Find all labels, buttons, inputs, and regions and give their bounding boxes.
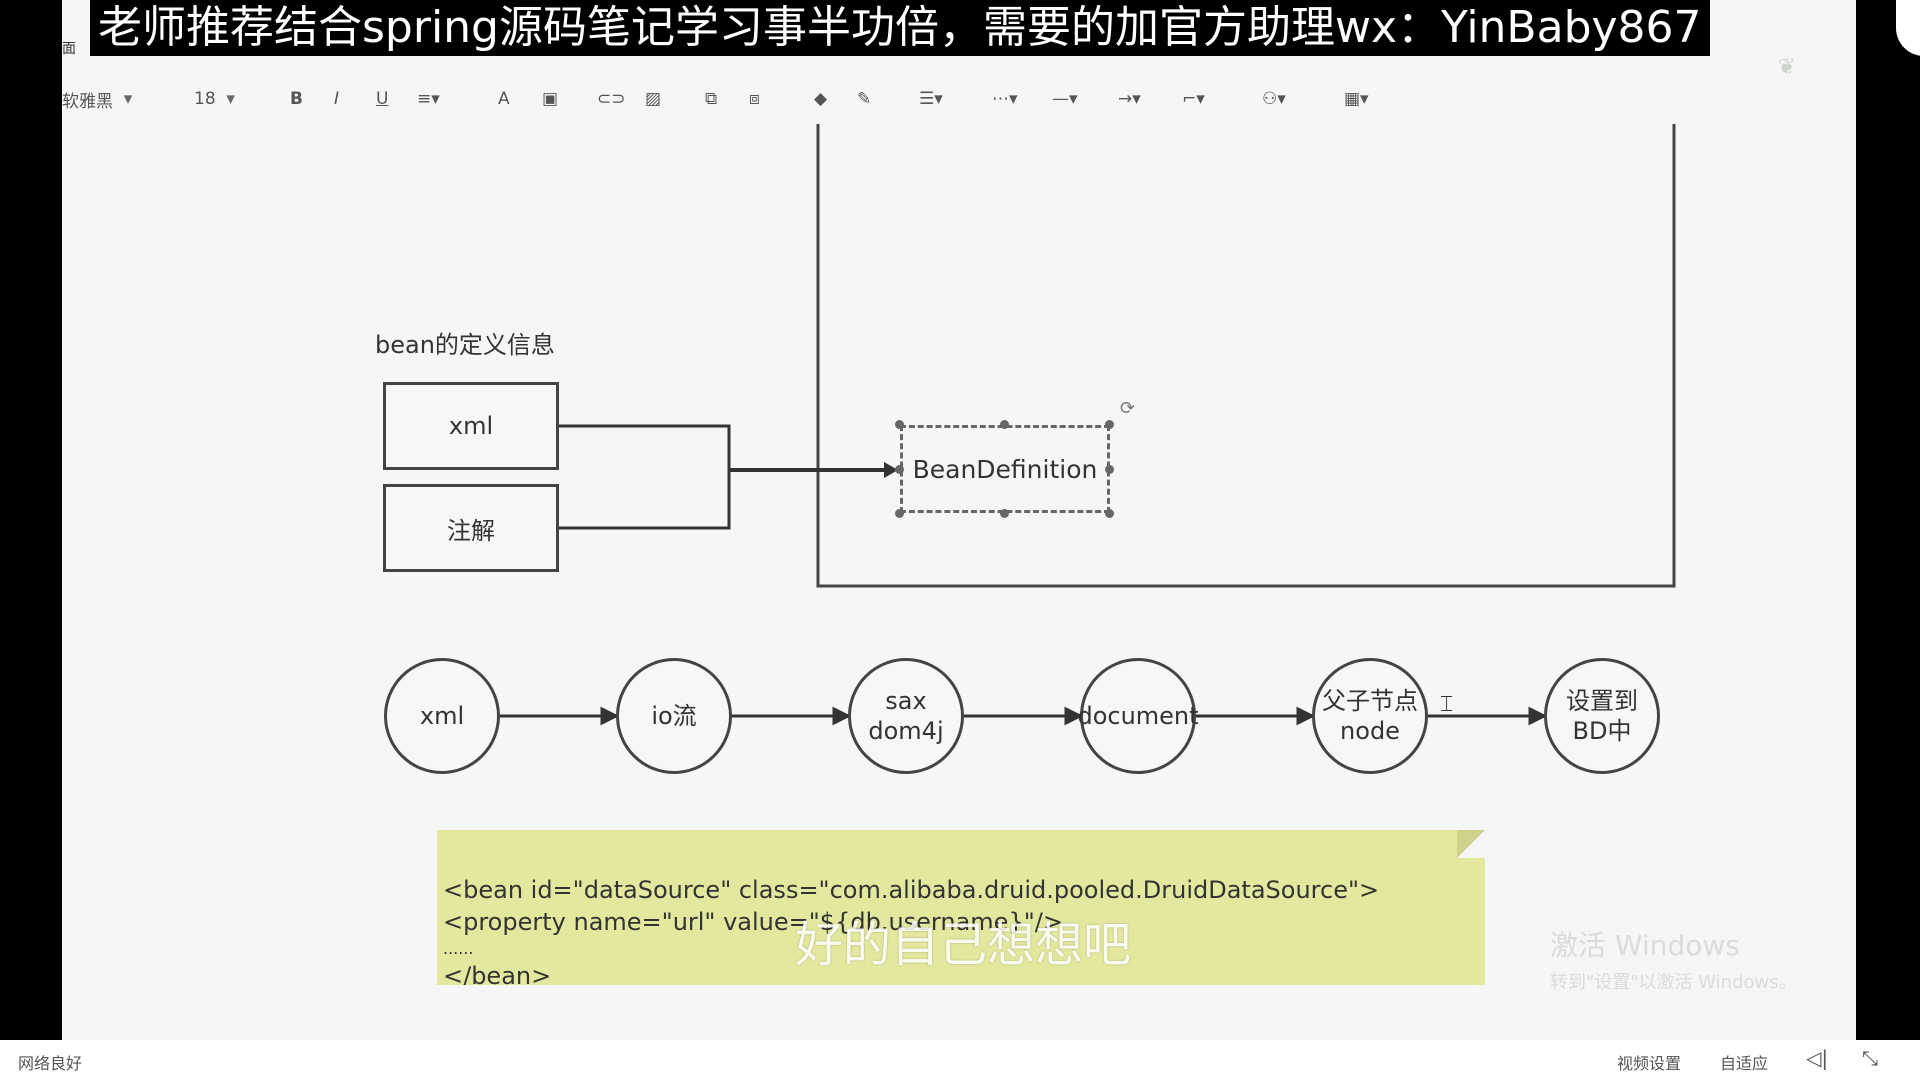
- flow-label: node: [1340, 717, 1400, 745]
- resize-handle[interactable]: [1000, 509, 1009, 518]
- note-line: <bean id="dataSource" class="com.alibaba…: [443, 876, 1380, 904]
- flow-node-parent-child[interactable]: 父子节点 node: [1312, 658, 1428, 774]
- flow-label: sax: [885, 687, 927, 715]
- underline-icon[interactable]: U: [376, 89, 389, 109]
- line-dash-icon[interactable]: —▾: [1052, 89, 1078, 109]
- link-icon[interactable]: ⊂⊃: [597, 89, 626, 109]
- bean-definition-node[interactable]: BeanDefinition: [900, 425, 1110, 513]
- source-node-annotation[interactable]: 注解: [383, 484, 559, 572]
- windows-activation-watermark: 激活 Windows 转到"设置"以激活 Windows。: [1550, 924, 1797, 994]
- note-line: ......: [443, 939, 474, 958]
- network-status: 网络良好: [18, 1054, 83, 1073]
- flow-node-xml[interactable]: xml: [384, 658, 500, 774]
- line-style-icon[interactable]: ☰▾: [919, 89, 943, 109]
- left-edge-label: 面: [62, 41, 76, 57]
- bold-icon[interactable]: B: [290, 89, 303, 109]
- watermark-title: 激活 Windows: [1550, 929, 1740, 962]
- font-family-value: 软雅黑: [62, 91, 113, 112]
- note-line: </bean>: [443, 962, 552, 985]
- note-line: <property name="url" value="${db.usernam…: [443, 908, 1063, 936]
- group-icon[interactable]: ⧉: [705, 89, 718, 109]
- chevron-down-icon: ▾: [123, 89, 133, 109]
- flow-node-sax-dom4j[interactable]: sax dom4j: [848, 658, 964, 774]
- note-fold: [1457, 830, 1485, 858]
- resize-handle[interactable]: [1105, 509, 1114, 518]
- video-settings-button[interactable]: 视频设置: [1617, 1054, 1682, 1073]
- flow-node-set-bd[interactable]: 设置到 BD中: [1544, 658, 1660, 774]
- flow-label: BD中: [1572, 717, 1632, 745]
- font-color-icon[interactable]: A: [498, 89, 510, 109]
- text-cursor-icon: ⌶: [1440, 692, 1454, 717]
- arrange-icon[interactable]: ⚇▾: [1262, 89, 1286, 109]
- format-toolbar: 软雅黑 ▾ 18 ▾ B I U ≡▾ A ▣ ⊂⊃ ▨ ⧉ ⧈ ◆ ✎ ☰▾ …: [62, 82, 1856, 116]
- rotate-icon[interactable]: ⟳: [1120, 398, 1136, 419]
- watermark-subtitle: 转到"设置"以激活 Windows。: [1550, 972, 1797, 993]
- chevron-down-icon: ▾: [226, 89, 235, 109]
- flow-label: 设置到: [1566, 687, 1638, 715]
- resize-handle[interactable]: [1000, 420, 1009, 429]
- source-label: 注解: [447, 516, 495, 545]
- container-frame: [816, 124, 1676, 588]
- resize-handle[interactable]: [1105, 420, 1114, 429]
- flow-arrows: [500, 706, 1548, 726]
- annotation-connector: [558, 470, 731, 530]
- right-black-bar: [1856, 0, 1920, 1040]
- volume-icon[interactable]: ◁|: [1806, 1046, 1829, 1070]
- promo-banner: 老师推荐结合spring源码笔记学习事半功倍，需要的加官方助理wx：YinBab…: [90, 0, 1710, 56]
- flow-label: document: [1077, 702, 1199, 730]
- adaptive-button[interactable]: 自适应: [1720, 1054, 1769, 1073]
- arrow-end-icon[interactable]: →▾: [1118, 89, 1141, 109]
- section-title: bean的定义信息: [375, 331, 555, 359]
- resize-handle[interactable]: [895, 420, 904, 429]
- code-sticky-note[interactable]: <bean id="dataSource" class="com.alibaba…: [437, 830, 1485, 985]
- bean-definition-label: BeanDefinition: [912, 454, 1098, 484]
- source-label: xml: [448, 412, 494, 440]
- font-bg-icon[interactable]: ▣: [542, 89, 559, 109]
- flow-label: xml: [419, 702, 465, 730]
- logo-icon: ❦: [1777, 55, 1796, 80]
- font-family-select[interactable]: 软雅黑 ▾: [62, 82, 137, 116]
- table-icon[interactable]: ▦▾: [1344, 89, 1369, 109]
- flow-node-io[interactable]: io流: [616, 658, 732, 774]
- image-icon[interactable]: ▨: [645, 89, 662, 109]
- player-status-bar: 网络良好 视频设置 自适应 ◁| ⤡: [0, 1040, 1920, 1080]
- font-size-value: 18: [194, 89, 216, 109]
- flow-node-document[interactable]: document: [1077, 658, 1199, 774]
- merge-arrowhead: [884, 462, 898, 478]
- font-size-select[interactable]: 18 ▾: [194, 82, 240, 116]
- exit-fullscreen-icon[interactable]: ⤡: [1862, 1046, 1878, 1070]
- xml-connector: [558, 424, 731, 470]
- source-node-xml[interactable]: xml: [383, 382, 559, 470]
- connector-icon[interactable]: ⌐▾: [1182, 89, 1205, 109]
- fill-icon[interactable]: ◆: [814, 89, 828, 109]
- video-subtitle: 好的自己想想吧: [795, 917, 1132, 973]
- flow-label: dom4j: [868, 717, 944, 745]
- line-width-icon[interactable]: ⋯▾: [992, 89, 1018, 109]
- pen-icon[interactable]: ✎: [857, 89, 872, 109]
- resize-handle[interactable]: [1105, 465, 1114, 474]
- flow-label: io流: [651, 702, 697, 730]
- flow-label: 父子节点: [1322, 687, 1418, 715]
- align-icon[interactable]: ≡▾: [417, 89, 440, 109]
- resize-handle[interactable]: [895, 465, 904, 474]
- italic-icon[interactable]: I: [334, 89, 340, 109]
- resize-handle[interactable]: [895, 509, 904, 518]
- ungroup-icon[interactable]: ⧈: [749, 89, 760, 109]
